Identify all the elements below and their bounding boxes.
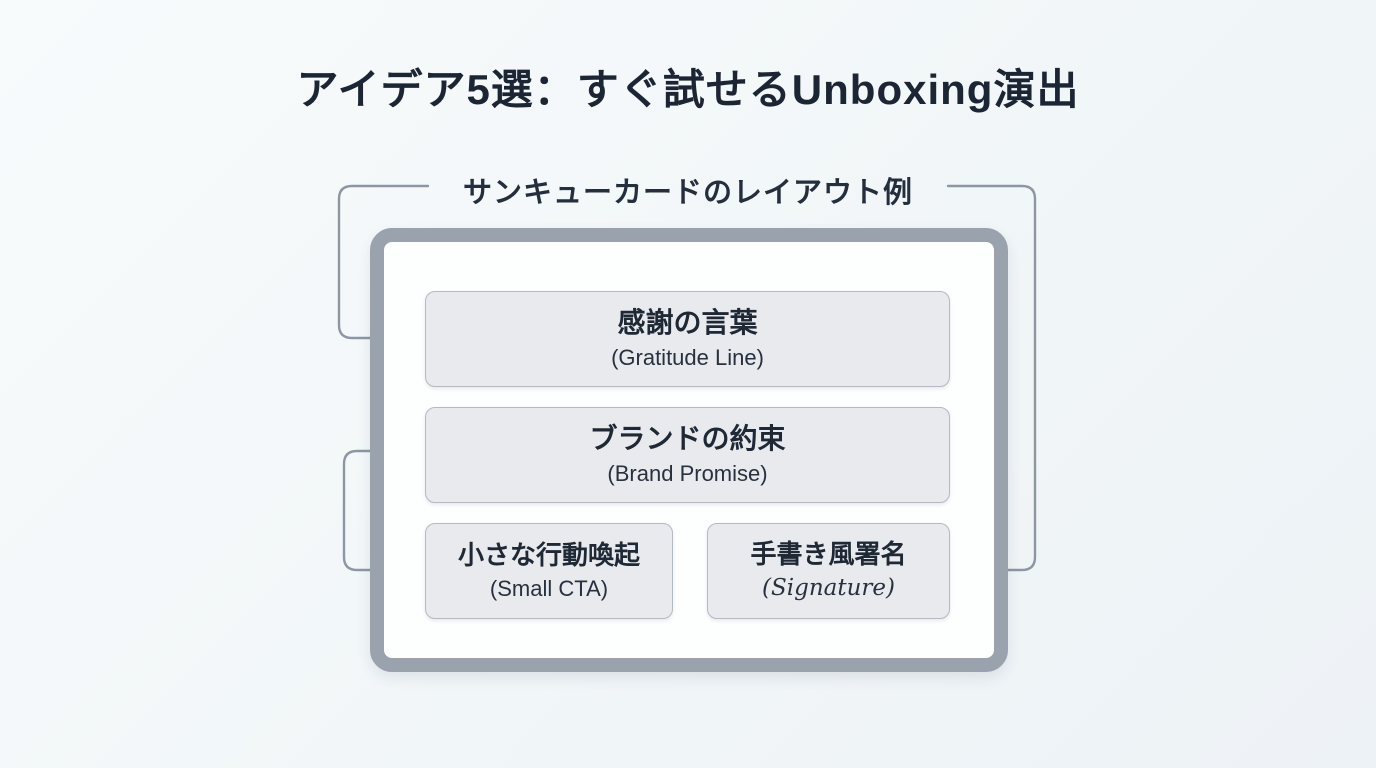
gratitude-en-label: (Gratitude Line) [611, 345, 764, 371]
gratitude-jp-label: 感謝の言葉 [617, 307, 758, 339]
brand-promise-en-label: (Brand Promise) [607, 461, 768, 487]
signature-jp-label: 手書き風署名 [750, 539, 907, 570]
page-title: アイデア5選：すぐ試せるUnboxing演出 [296, 66, 1080, 113]
small-cta-box: 小さな行動喚起 (Small CTA) [425, 523, 673, 619]
brand-promise-jp-label: ブランドの約束 [589, 423, 786, 455]
small-cta-en-label: (Small CTA) [489, 575, 609, 601]
signature-en-label: (Signature) [762, 575, 895, 602]
gratitude-box: 感謝の言葉 (Gratitude Line) [425, 291, 950, 387]
brand-promise-box: ブランドの約束 (Brand Promise) [425, 407, 950, 503]
small-cta-jp-label: 小さな行動喚起 [457, 539, 640, 570]
signature-box: 手書き風署名 (Signature) [707, 523, 950, 619]
diagram-label: サンキューカードのレイアウト例 [462, 177, 913, 209]
